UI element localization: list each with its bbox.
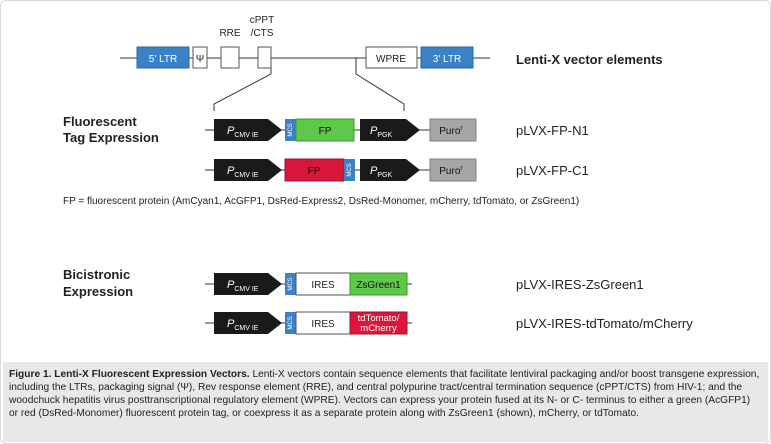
vector-name: pLVX-FP-N1 xyxy=(516,123,589,138)
fp-green-box xyxy=(295,118,355,142)
cppt-label-line1: cPPT xyxy=(250,15,274,26)
section-fluorescent-line1: Fluorescent xyxy=(63,114,137,129)
cppt-box xyxy=(257,46,272,69)
zsgreen-label: ZsGreen1 xyxy=(356,280,401,291)
pgk-promoter-arrow xyxy=(360,159,420,181)
zsgreen-box xyxy=(349,272,408,296)
mcs-box xyxy=(285,312,296,334)
section-fluorescent-line2: Tag Expression xyxy=(63,130,159,145)
mcs-label: MCS xyxy=(288,123,294,136)
cmv-promoter-label: PCMV IE xyxy=(227,165,259,179)
vector-name: pLVX-FP-C1 xyxy=(516,163,589,178)
vector-diagram: .lbl { font-family: "Liberation Sans", s… xyxy=(63,15,693,335)
fp-footnote: FP = fluorescent protein (AmCyan1, AcGFP… xyxy=(63,196,579,207)
mcs-label: MCS xyxy=(288,316,294,329)
pgk-promoter-label: PPGK xyxy=(370,165,392,179)
cppt-label-line2: /CTS xyxy=(251,28,274,39)
mcs-label: MCS xyxy=(288,277,294,290)
vector-elements-row: 5' LTR Ψ RRE cPPT /CTS WPRE 3' LTR Lenti… xyxy=(120,15,663,111)
ltr3-box xyxy=(420,46,474,69)
ltr5-box xyxy=(136,46,190,69)
wpre-box xyxy=(365,46,418,69)
vector-name: pLVX-IRES-tdTomato/mCherry xyxy=(516,316,693,331)
caption-title: Figure 1. Lenti-X Fluorescent Expression… xyxy=(9,369,250,380)
puro-box xyxy=(429,158,477,182)
mcs-box xyxy=(285,119,296,141)
vector-name: pLVX-IRES-ZsGreen1 xyxy=(516,277,644,292)
cmv-promoter-label: PCMV IE xyxy=(227,318,259,332)
cmv-promoter-arrow xyxy=(214,119,282,141)
mcs-box xyxy=(285,273,296,295)
construct-row-fp-c1: PCMV IE FP MCS PPGK Puror pLVX-FP-C1 xyxy=(205,158,589,182)
cmv-promoter-arrow xyxy=(214,312,282,334)
construct-row-ires-tdtomato: PCMV IE MCS IRES tdTomato/ mCherry pLVX-… xyxy=(205,311,693,335)
pgk-promoter-arrow xyxy=(360,119,420,141)
cmv-promoter-arrow xyxy=(214,273,282,295)
cmv-promoter-label: PCMV IE xyxy=(227,279,259,293)
mcs-box xyxy=(344,159,355,181)
cmv-promoter-arrow xyxy=(214,159,282,181)
mcs-label: MCS xyxy=(347,163,353,176)
zoom-line-left xyxy=(213,68,272,111)
ires-label: IRES xyxy=(311,280,335,291)
pgk-promoter-label: PPGK xyxy=(370,125,392,139)
cmv-promoter-label: PCMV IE xyxy=(227,125,259,139)
construct-row-fp-n1: PCMV IE MCS FP PPGK Puror pLVX-FP-N1 xyxy=(205,118,589,142)
tdtomato-label-line1: tdTomato/ xyxy=(358,313,400,324)
rre-box xyxy=(220,46,240,69)
construct-row-ires-zsgreen1: PCMV IE MCS IRES ZsGreen1 pLVX-IRES-ZsGr… xyxy=(205,272,644,296)
fp-label: FP xyxy=(319,126,332,137)
rre-label: RRE xyxy=(219,28,240,39)
fp-label: FP xyxy=(308,166,321,177)
tdtomato-box xyxy=(349,311,408,335)
ltr3-label: 3' LTR xyxy=(433,54,461,65)
section-bicistronic-line2: Expression xyxy=(63,284,133,299)
zoom-line-right xyxy=(355,58,405,111)
figure-caption: Figure 1. Lenti-X Fluorescent Expression… xyxy=(3,362,768,442)
section-bicistronic-line1: Bicistronic xyxy=(63,267,130,282)
ires-label: IRES xyxy=(311,319,335,330)
puro-label: Puror xyxy=(439,165,463,177)
tdtomato-label-line2: mCherry xyxy=(360,323,397,334)
caption-text: Lenti-X vectors contain sequence element… xyxy=(9,369,760,419)
vector-elements-title: Lenti-X vector elements xyxy=(516,52,663,67)
ltr5-label: 5' LTR xyxy=(149,54,177,65)
psi-label: Ψ xyxy=(196,54,204,65)
puro-label: Puror xyxy=(439,125,463,137)
wpre-label: WPRE xyxy=(376,54,406,65)
psi-box xyxy=(192,46,208,69)
puro-box xyxy=(429,118,477,142)
